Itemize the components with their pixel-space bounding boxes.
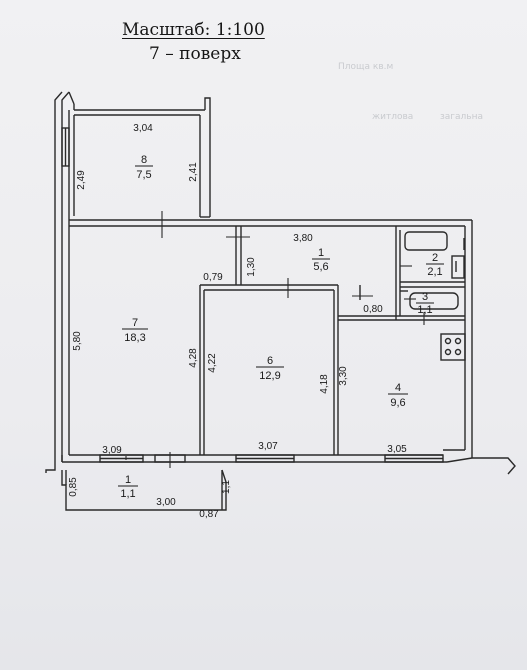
dimension-label: 3,80 (293, 233, 313, 244)
faint-background-text: житлова (372, 112, 414, 122)
window (61, 127, 70, 167)
dimension-label: 2,41 (188, 162, 199, 182)
scale-heading: Масштаб: 1:100 (122, 20, 265, 40)
room-number: 3 (422, 291, 428, 303)
faint-background-text: загальна (440, 112, 484, 122)
room-2-label: 2 2,1 (426, 252, 444, 278)
room-7-label: 7 18,3 (122, 317, 148, 344)
room-3-label: 3 1,1 (416, 291, 434, 316)
room-area: 12,9 (259, 370, 280, 382)
dimension-label: 5,80 (72, 331, 83, 351)
balcony-label: 1 1,1 (118, 474, 138, 500)
door-marker (125, 211, 425, 468)
stove (440, 333, 466, 361)
floor-heading: 7 – поверх (149, 44, 241, 64)
interior-wall (199, 226, 465, 455)
faint-background-text: Площа кв.м (338, 62, 394, 72)
outer-wall (45, 91, 516, 475)
dimension-label: 0,85 (68, 477, 79, 497)
room-area: 2,1 (427, 266, 442, 278)
room-8-label: 8 7,5 (135, 154, 153, 181)
window (384, 454, 444, 463)
room-area: 18,3 (124, 332, 145, 344)
dimension-label: 4,28 (188, 348, 199, 368)
balcony-outline (61, 469, 227, 511)
room-number: 2 (432, 252, 438, 264)
room-number: 1 (125, 474, 131, 486)
room-area: 9,6 (390, 397, 405, 409)
sink (409, 292, 459, 310)
room-area: 7,5 (136, 169, 151, 181)
room-area: 1,1 (417, 304, 432, 316)
dimension-label: 4,22 (207, 353, 218, 373)
dimension-label: 2,49 (76, 170, 87, 190)
toilet (451, 255, 465, 279)
window (99, 454, 144, 463)
dimension-label: 3,09 (102, 445, 122, 456)
room-number: 4 (395, 382, 401, 394)
room-area: 1,1 (120, 488, 135, 500)
window (235, 454, 295, 463)
room-6-label: 6 12,9 (256, 355, 284, 382)
dimension-label: 0,87 (199, 509, 219, 520)
dimension-label: 0,80 (363, 304, 383, 315)
dimension-label: 1,1 (221, 480, 232, 494)
room-number: 6 (267, 355, 273, 367)
dimension-label: 3,00 (156, 497, 176, 508)
room-number: 1 (318, 247, 324, 259)
dimension-label: 3,04 (133, 123, 153, 134)
room-number: 8 (141, 154, 147, 166)
room-number: 7 (132, 317, 138, 329)
dimension-label: 1,30 (246, 257, 257, 277)
dimension-label: 0,79 (203, 272, 223, 283)
dimension-label: 3,30 (338, 366, 349, 386)
room-4-label: 4 9,6 (388, 382, 408, 409)
room-area: 5,6 (313, 261, 328, 273)
dimension-label: 4,18 (319, 374, 330, 394)
dimension-label: 3,05 (387, 444, 407, 455)
bathtub (404, 231, 465, 251)
dimension-label: 3,07 (258, 441, 278, 452)
room-1-label: 1 5,6 (312, 247, 330, 273)
